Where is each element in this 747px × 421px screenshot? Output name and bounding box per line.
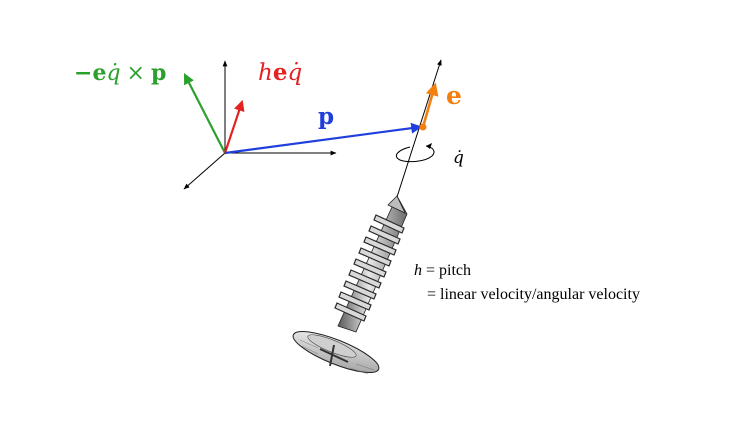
rotation-indicator (395, 143, 435, 163)
p-vector-label: p (318, 103, 334, 130)
cross-product-vector (183, 73, 226, 154)
pitch-definition-line2: = linear velocity/angular velocity (427, 286, 640, 303)
coordinate-frame (183, 60, 337, 190)
frame-axis-y (183, 152, 226, 190)
p-vector (224, 122, 423, 155)
pitch-definition: h= pitch (414, 262, 471, 279)
e-vector (421, 82, 439, 128)
he-qdot-vector (223, 99, 245, 154)
e-vector-label: e (446, 81, 462, 110)
screw-icon (292, 195, 408, 375)
screw-point (419, 123, 427, 131)
he-qdot-label: heq̇ (258, 59, 302, 86)
cross-product-label: −eq̇×p (74, 60, 166, 86)
qdot-label: q̇ (453, 148, 464, 168)
